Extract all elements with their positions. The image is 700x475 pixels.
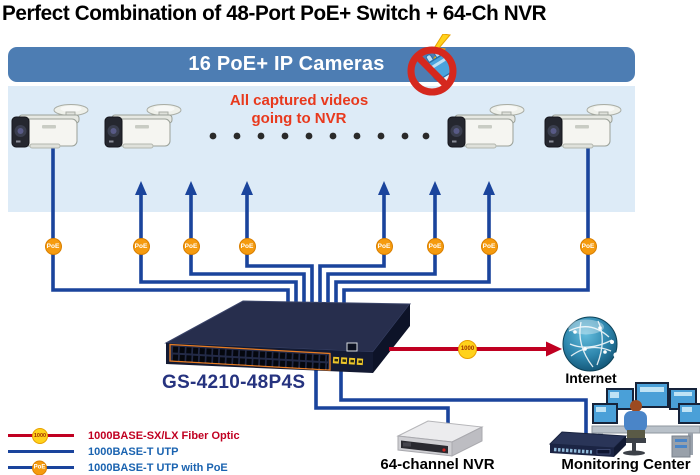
poe-utp-lines <box>51 147 590 318</box>
speed-badge: 1000 <box>458 339 477 359</box>
utp-line-sample <box>8 450 74 453</box>
cameras-panel <box>8 86 635 212</box>
poe-badge: PoE <box>44 237 62 255</box>
utp-poe-line-sample: PoE <box>8 460 74 475</box>
poe-badge: PoE <box>375 237 393 255</box>
no-power-injector-icon <box>407 34 457 96</box>
poe-badge: PoE <box>426 237 444 255</box>
cameras-banner: 16 PoE+ IP Cameras <box>8 47 635 82</box>
poe-badge: PoE <box>182 237 200 255</box>
poe-badge: PoE <box>32 460 47 475</box>
up-arrowheads <box>135 181 495 195</box>
legend-item-utp-poe: PoE 1000BASE-T UTP with PoE <box>8 460 268 475</box>
legend-item-utp: 1000BASE-T UTP <box>8 444 268 459</box>
nvr-icon <box>396 420 484 457</box>
nvr-label: 64-channel NVR <box>380 456 495 473</box>
cameras-banner-label: 16 PoE+ IP Cameras <box>188 53 385 75</box>
switch-model-label: GS-4210-48P4S <box>162 372 306 393</box>
utp-lines <box>314 358 588 440</box>
poe-badge: PoE <box>132 237 150 255</box>
caption-line2: going to NVR <box>251 109 347 127</box>
poe-badge: PoE <box>480 237 498 255</box>
poe-switch-icon <box>164 300 412 373</box>
legend-label-utp: 1000BASE-T UTP <box>88 445 179 458</box>
caption-text: All captured videos going to NVR <box>189 92 409 127</box>
fiber-line-sample: 1000 <box>8 427 74 444</box>
more-cameras-dots <box>209 132 430 140</box>
poe-badge: PoE <box>579 237 597 255</box>
speed-badge: 1000 <box>32 427 48 444</box>
legend-label-utp-poe: 1000BASE-T UTP with PoE <box>88 461 228 474</box>
poe-badge: PoE <box>238 237 256 255</box>
caption-line1: All captured videos <box>229 92 369 109</box>
monitoring-center-icon <box>548 382 700 458</box>
legend-item-fiber: 1000 1000BASE-SX/LX Fiber Optic <box>8 427 268 444</box>
page-title: Perfect Combination of 48-Port PoE+ Swit… <box>2 2 547 25</box>
internet-globe-icon <box>562 316 619 372</box>
internet-label: Internet <box>565 370 617 386</box>
ip-camera-icon <box>11 104 622 149</box>
legend-label-fiber: 1000BASE-SX/LX Fiber Optic <box>88 429 240 442</box>
monitoring-center-label: Monitoring Center <box>561 456 691 473</box>
legend: 1000 1000BASE-SX/LX Fiber Optic 1000BASE… <box>8 427 268 475</box>
